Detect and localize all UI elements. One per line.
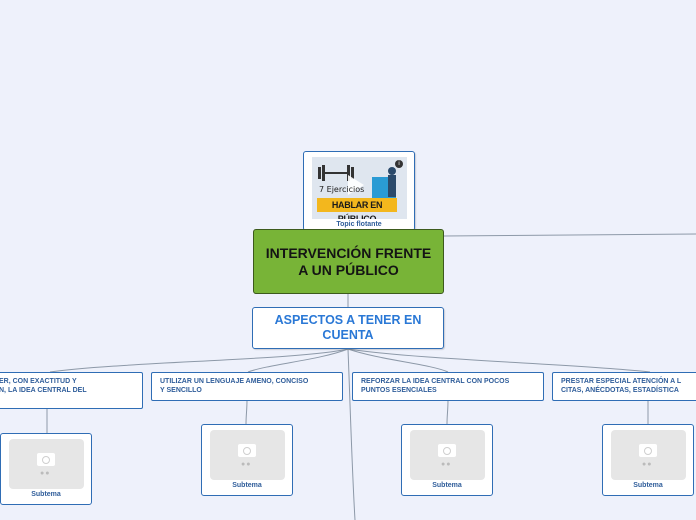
- connector-sub-3: [347, 348, 449, 373]
- subtopic-1-line2: N, LA IDEA CENTRAL DEL: [0, 386, 87, 394]
- video-banner: HABLAR EN PÚBLICO: [317, 198, 397, 219]
- main-topic[interactable]: ASPECTOS A TENER EN CUENTA: [252, 307, 444, 349]
- play-icon[interactable]: [348, 175, 364, 195]
- subtema-node-4[interactable]: ●● Subtema: [602, 424, 694, 496]
- central-topic-label: INTERVENCIÓN FRENTE A UN PÚBLICO: [265, 244, 432, 278]
- subtopic-3-line2: PUNTOS ESENCIALES: [361, 386, 437, 394]
- subtema-label: Subtema: [31, 491, 61, 498]
- video-title: 7 Ejercicios: [319, 185, 365, 194]
- subtopic-2-line2: Y SENCILLO: [160, 386, 202, 394]
- subtema-node-1[interactable]: ●● Subtema: [0, 433, 92, 505]
- subtopic-1[interactable]: ER, CON EXACTITUD Y N, LA IDEA CENTRAL D…: [0, 372, 143, 409]
- subtopic-4-line1: PRESTAR ESPECIAL ATENCIÓN A L: [561, 378, 682, 385]
- image-placeholder-icon: ●●: [9, 439, 84, 489]
- central-topic[interactable]: INTERVENCIÓN FRENTE A UN PÚBLICO: [253, 229, 444, 294]
- subtema-node-3[interactable]: ●● Subtema: [401, 424, 493, 496]
- video-thumbnail[interactable]: i 7 Ejercicios HABLAR EN PÚBLICO: [312, 157, 407, 219]
- camera-icon: [37, 453, 55, 466]
- info-icon: i: [395, 160, 403, 168]
- camera-icon: [238, 444, 256, 457]
- connector-down: [347, 348, 356, 520]
- connector-subtema-2: [245, 399, 248, 425]
- subtopic-3[interactable]: REFORZAR LA IDEA CENTRAL CON POCOS PUNTO…: [352, 372, 544, 401]
- dots-icon: ●●: [40, 470, 51, 477]
- subtopic-2[interactable]: UTILIZAR UN LENGUAJE AMENO, CONCISO Y SE…: [151, 372, 343, 401]
- main-topic-label: ASPECTOS A TENER EN CUENTA: [274, 313, 422, 342]
- image-placeholder-icon: ●●: [210, 430, 285, 480]
- subtopic-4[interactable]: PRESTAR ESPECIAL ATENCIÓN A L CITAS, ANÉ…: [552, 372, 696, 401]
- subtema-label: Subtema: [432, 482, 462, 489]
- subtema-label: Subtema: [633, 482, 663, 489]
- connector-sub-1: [49, 348, 349, 373]
- subtopic-1-line1: ER, CON EXACTITUD Y: [0, 378, 77, 385]
- subtopic-3-line1: REFORZAR LA IDEA CENTRAL CON POCOS: [361, 378, 510, 385]
- dots-icon: ●●: [441, 461, 452, 468]
- dots-icon: ●●: [241, 461, 252, 468]
- camera-icon: [639, 444, 657, 457]
- connector-subtema-3: [446, 399, 449, 425]
- subtema-node-2[interactable]: ●● Subtema: [201, 424, 293, 496]
- camera-icon: [438, 444, 456, 457]
- subtopic-2-line1: UTILIZAR UN LENGUAJE AMENO, CONCISO: [160, 378, 309, 385]
- connector-right-branch: [443, 233, 696, 237]
- floating-topic-label: Topic flotante: [336, 221, 382, 228]
- subtema-label: Subtema: [232, 482, 262, 489]
- subtopic-4-line2: CITAS, ANÉCDOTAS, ESTADÍSTICA: [561, 386, 679, 394]
- image-placeholder-icon: ●●: [611, 430, 686, 480]
- connector-sub-2: [247, 348, 349, 373]
- image-placeholder-icon: ●●: [410, 430, 485, 480]
- connector-sub-4: [347, 348, 651, 373]
- floating-topic[interactable]: i 7 Ejercicios HABLAR EN PÚBLICO Topic f…: [303, 151, 415, 231]
- dots-icon: ●●: [642, 461, 653, 468]
- dumbbell-icon: [318, 165, 396, 199]
